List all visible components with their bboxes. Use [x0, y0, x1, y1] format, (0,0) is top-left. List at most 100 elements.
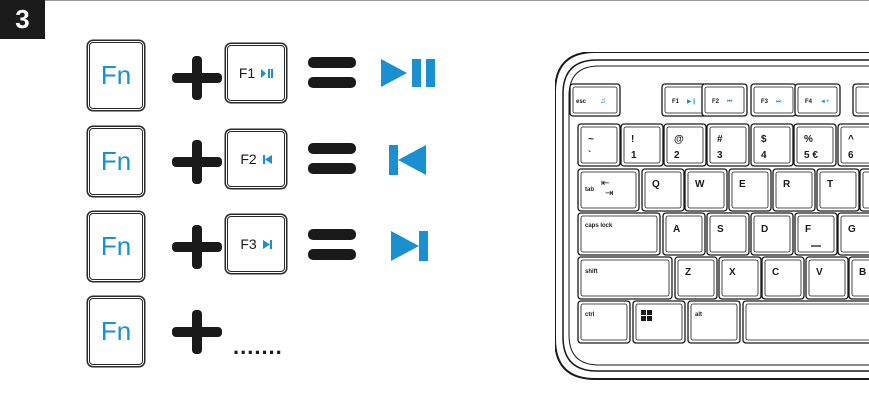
next-track-mini-icon [262, 239, 272, 249]
key-bottom-label: 2 [674, 150, 680, 161]
letter-key-label: T [827, 179, 833, 190]
key-top-label: ^ [848, 134, 854, 145]
plus-icon [172, 310, 222, 354]
fkey-media-icon: ⏭ [776, 99, 782, 105]
ctrl-key: ctrl [577, 300, 631, 344]
previous-track-icon [389, 145, 426, 175]
space-bar [742, 300, 869, 344]
plus-icon [172, 56, 222, 100]
media-glyph-icon: ♫ [600, 96, 606, 105]
fn-key-label: Fn [100, 146, 132, 176]
step-badge: 3 [0, 0, 45, 39]
fn-key-1: Fn [89, 42, 143, 109]
number-key: ^6 [837, 123, 869, 167]
letter-key-d: D [750, 212, 794, 256]
letter-key-partial [859, 168, 869, 212]
key-top-label: ! [631, 134, 634, 145]
equals-icon [308, 229, 356, 260]
letter-key-e: E [728, 168, 772, 212]
caps-lock-key: caps lock [577, 212, 661, 256]
letter-key-label: R [783, 179, 791, 190]
letter-key-q: Q [641, 168, 685, 212]
keyboard-illustration: esc♫F1▶❙F2⏮F3⏭F4◄+~`!1@2#3$4%5 €^6tab⇤⇥Q… [555, 52, 869, 380]
key-top-label: $ [761, 134, 767, 145]
equals-icon [308, 143, 356, 174]
top-rule [45, 0, 869, 1]
letter-key-f: F [794, 212, 838, 256]
fkey-f4: F4 ◄+ [794, 83, 841, 117]
next-track-icon [391, 231, 428, 261]
letter-key-v: V [805, 256, 849, 300]
alt-key: alt [687, 300, 741, 344]
fkey-media-icon: ◄+ [820, 99, 830, 105]
fkey-f1: F1 ▶❙ [661, 83, 708, 117]
number-key: $4 [750, 123, 794, 167]
key-bottom-label: ` [588, 150, 591, 161]
fkey-media-icon: ▶❙ [687, 98, 697, 105]
fkey-label: F1 [672, 99, 680, 105]
f3-key-label: F3 [240, 236, 257, 252]
letter-key-b: B [848, 256, 869, 300]
fn-key-label: Fn [100, 231, 132, 261]
play-pause-mini-icon [261, 68, 274, 78]
letter-key-a: A [662, 212, 706, 256]
key-top-label: ~ [588, 134, 594, 145]
f1-key-label: F1 [238, 65, 256, 81]
fkey-label: F3 [761, 99, 769, 105]
alt-key-label: alt [695, 312, 702, 318]
fn-key-label: Fn [100, 60, 132, 90]
letter-key-r: R [772, 168, 816, 212]
plus-icon [172, 140, 222, 184]
letter-key-t: T [816, 168, 860, 212]
letter-key-label: A [673, 224, 680, 235]
f3-key: F3 [227, 216, 285, 272]
tab-right-arrow-icon: ⇥ [605, 188, 613, 199]
letter-key-w: W [684, 168, 728, 212]
fkey-label: F4 [805, 99, 813, 105]
previous-track-mini-icon [262, 154, 272, 164]
key-bottom-label: 6 [848, 150, 854, 161]
esc-key: esc ♫ [569, 83, 621, 117]
fn-key-label: Fn [100, 316, 132, 346]
equals-icon [308, 57, 356, 88]
shift-key: shift [577, 256, 673, 300]
letter-key-label: W [695, 179, 705, 190]
letter-key-label: X [729, 267, 736, 278]
key-bottom-label: 3 [717, 150, 723, 161]
key-top-label: # [717, 134, 723, 145]
letter-key-x: X [718, 256, 762, 300]
number-key: #3 [706, 123, 750, 167]
fn-key-2: Fn [89, 128, 143, 195]
letter-key-label: Z [685, 267, 691, 278]
letter-key-label: C [772, 267, 779, 278]
windows-key [632, 300, 686, 344]
tab-key: tab⇤⇥ [577, 168, 640, 212]
esc-key-label: esc [576, 99, 587, 105]
letter-key-label: E [739, 179, 746, 190]
key-top-label: @ [674, 134, 684, 145]
letter-key-g: G [837, 212, 869, 256]
fkey-media-icon: ⏮ [727, 99, 733, 105]
key-bottom-label: 5 € [804, 150, 818, 161]
f1-key: F1 [227, 45, 285, 101]
letter-key-label: F [805, 224, 811, 235]
windows-logo-icon [641, 310, 652, 321]
key-bottom-label: 1 [631, 150, 637, 161]
tab-left-arrow-icon: ⇤ [601, 178, 609, 189]
letter-key-label: S [717, 224, 724, 235]
number-key: @2 [663, 123, 707, 167]
plus-icon [172, 225, 222, 269]
key-bottom-label: 4 [761, 150, 767, 161]
caps-lock-label: caps lock [585, 223, 613, 229]
number-key: !1 [620, 123, 664, 167]
f2-key-label: F2 [240, 151, 257, 167]
letter-key-label: V [816, 267, 823, 278]
letter-key-label: Q [652, 179, 660, 190]
letter-key-label: D [761, 224, 768, 235]
fn-key-4: Fn [89, 298, 143, 365]
keyboard-keys: esc♫F1▶❙F2⏮F3⏭F4◄+~`!1@2#3$4%5 €^6tab⇤⇥Q… [569, 83, 869, 344]
shift-key-label: shift [585, 269, 598, 275]
fkey-partial [852, 83, 869, 117]
play-pause-icon [381, 59, 435, 87]
letter-key-c: C [761, 256, 805, 300]
